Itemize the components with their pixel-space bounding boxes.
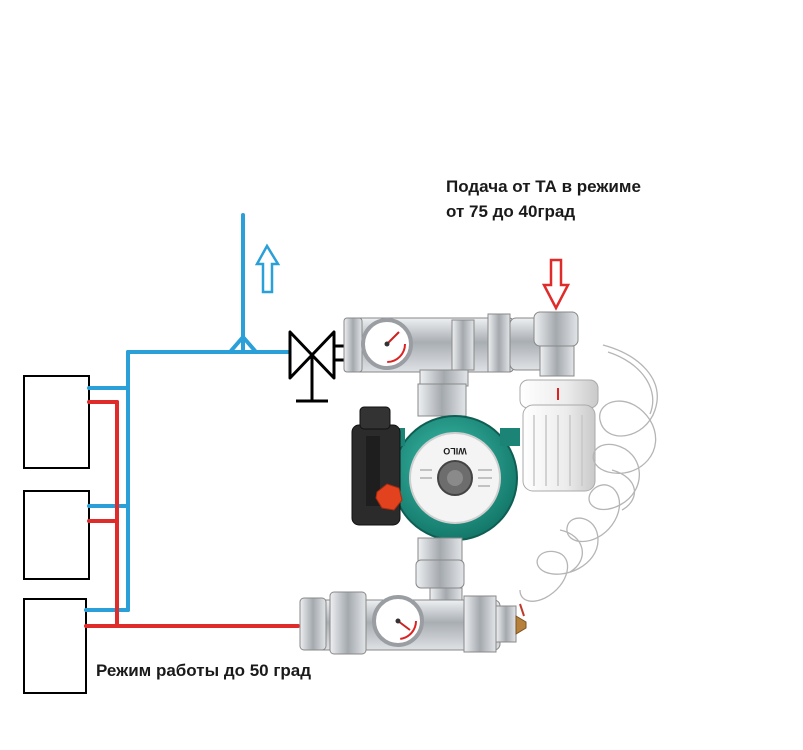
operating-mode-label: Режим работы до 50 град [96,661,312,680]
circulation-pump-icon: WILO [385,383,520,541]
pump-speed-knob [375,483,403,511]
return-pipe-network [84,213,292,612]
down-arrow-icon [541,258,571,311]
radiator-bottom [23,598,87,694]
supply-label-line1: Подача от ТА в режиме [446,177,641,196]
thermostatic-valve-body [509,311,579,377]
valve-symbol-icon [288,330,344,403]
pressure-gauge-bottom-icon [372,595,424,647]
capillary-coil-icon [519,344,658,602]
radiator-middle [23,490,90,580]
radiator-top [23,375,90,469]
thermostatic-head-icon [519,379,599,492]
pressure-gauge-icon [361,318,413,370]
pump-terminal-box [351,406,403,526]
supply-label-line2: от 75 до 40град [446,202,576,221]
pump-brand-text: WILO [443,446,467,456]
up-arrow-icon [254,243,281,294]
supply-pipe-network [84,400,300,628]
